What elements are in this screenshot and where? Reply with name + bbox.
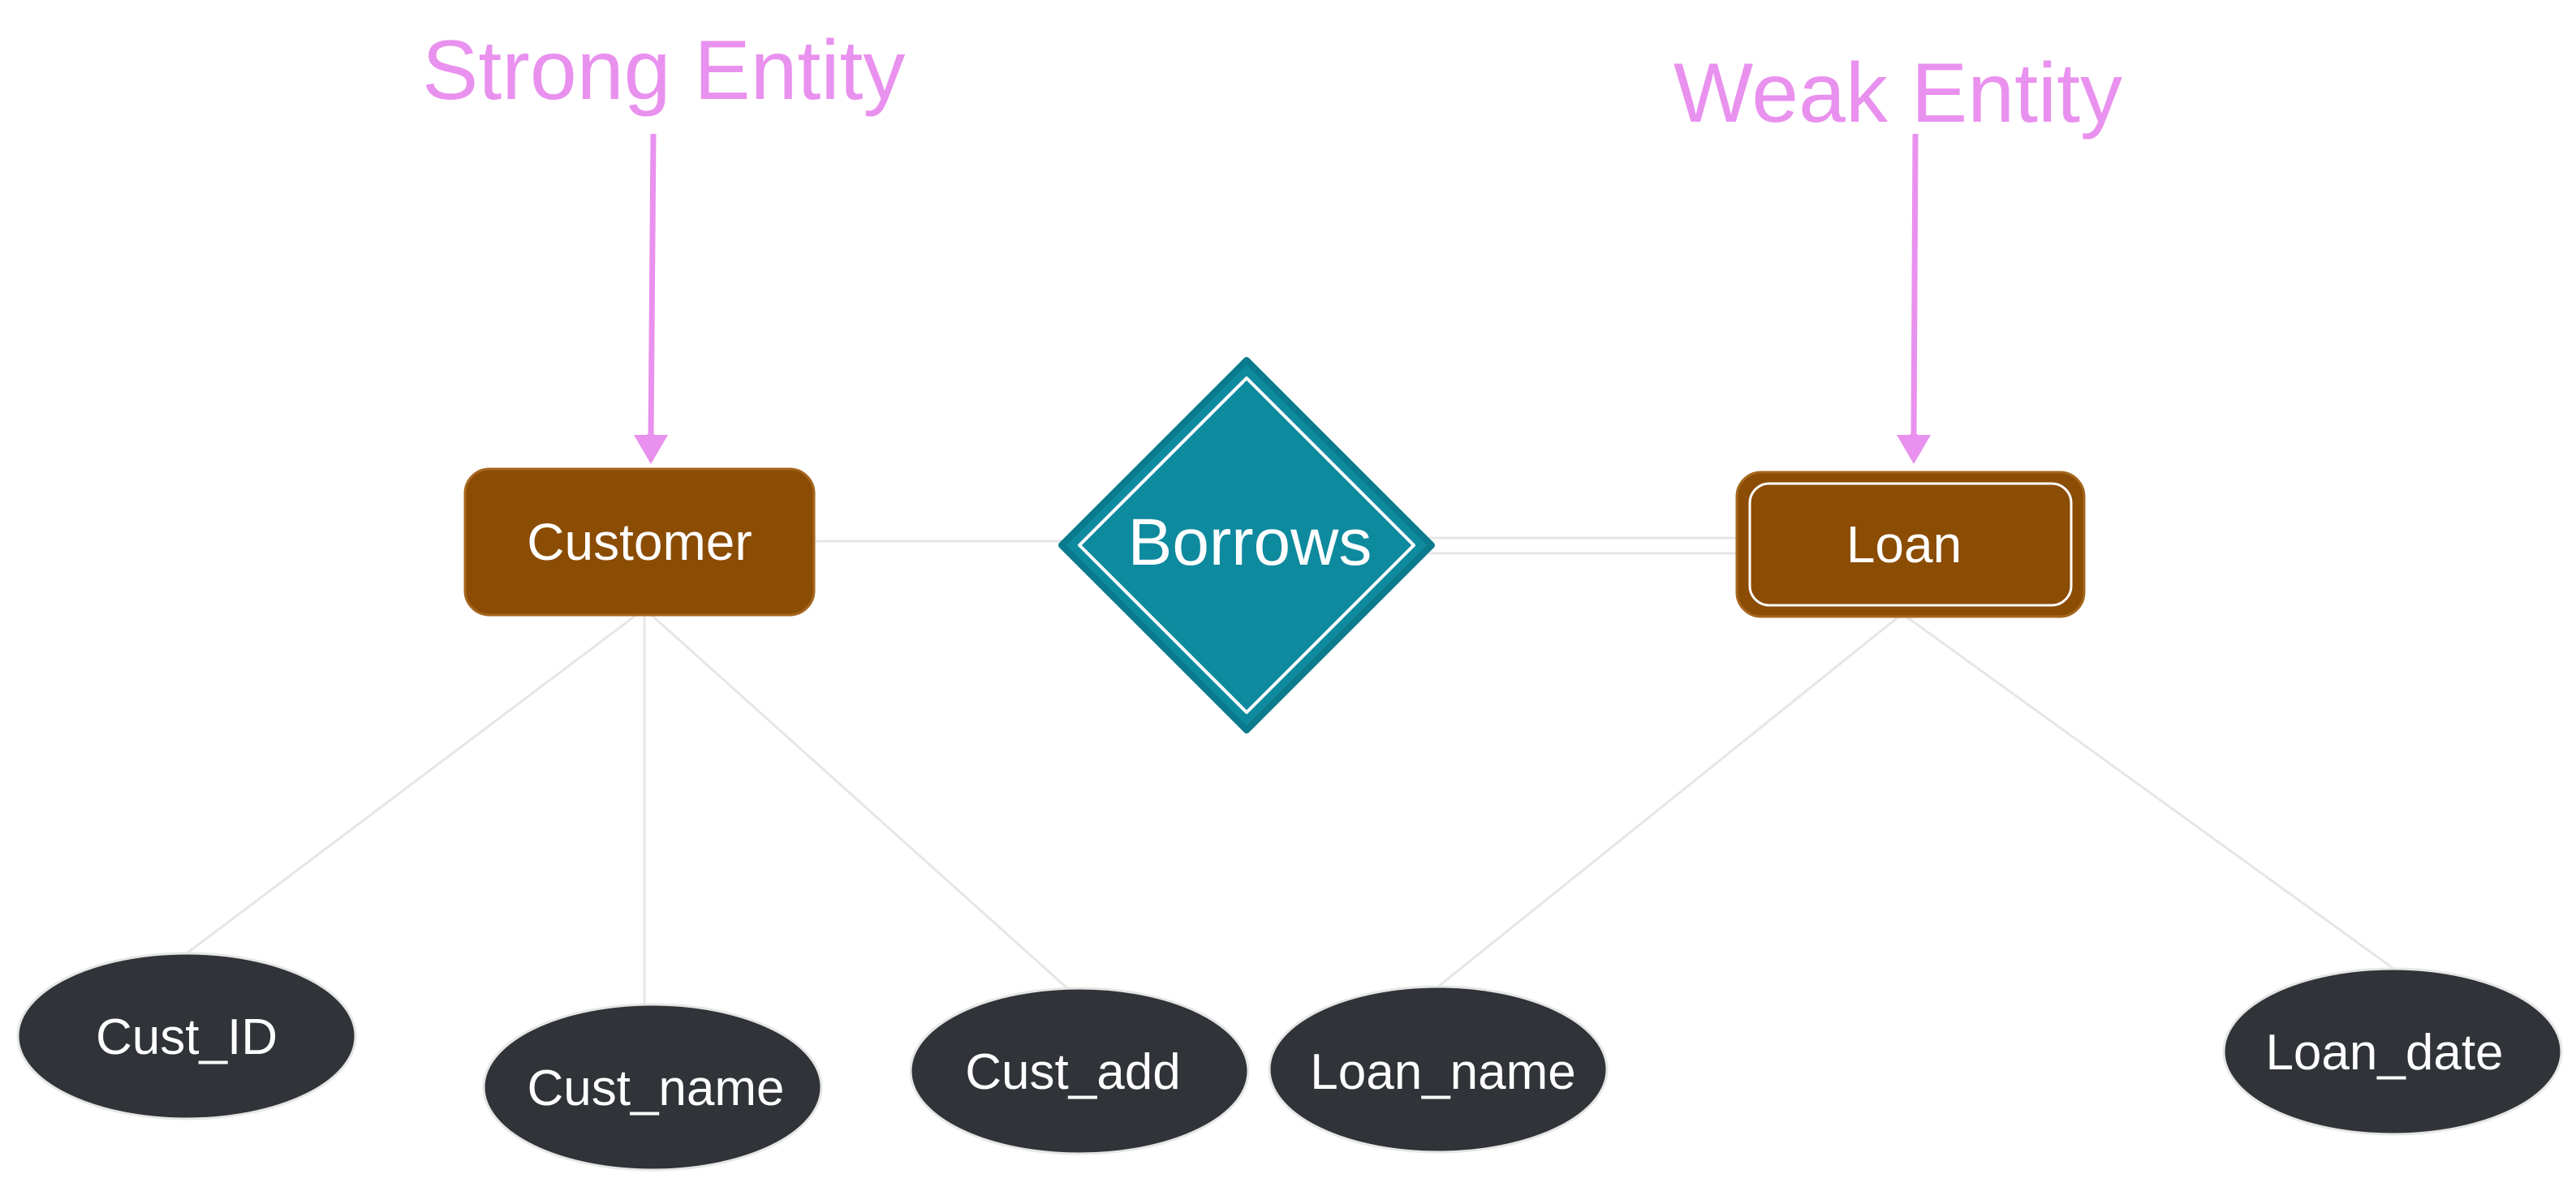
customer-cust-add-connector [644,609,1069,990]
loan-name-ellipse [1268,985,1609,1154]
attribute-cust-add[interactable]: Cust_add [909,987,1250,1155]
connectors [186,536,2393,1004]
weak-entity-arrowhead [1897,435,1931,464]
cust-name-ellipse [482,1003,823,1172]
cust-add-ellipse [909,987,1250,1155]
cust-id-ellipse [16,952,357,1120]
weak-entity-annotation: Weak Entity [1674,46,2122,140]
loan-date-ellipse [2222,967,2563,1136]
customer-entity-box [463,467,816,617]
borrows-outer-diamond [1058,357,1435,733]
weak-entity-arrow [1910,133,1919,442]
loan-date-label: Loan_date [2265,1025,2503,1081]
loan-entity-inner-box [1748,482,2073,607]
attribute-cust-name[interactable]: Cust_name [482,1003,823,1172]
cust-add-label: Cust_add [965,1044,1180,1100]
cust-id-label: Cust_ID [96,1009,278,1065]
attribute-loan-name[interactable]: Loan_name [1268,985,1609,1154]
loan-name-label: Loan_name [1310,1044,1576,1100]
loan-loan-name-connector [1437,613,1902,988]
customer-cust-id-connector [186,609,644,955]
customer-entity[interactable]: Customer [463,467,816,617]
attribute-loan-date[interactable]: Loan_date [2222,967,2563,1136]
loan-entity[interactable]: Loan [1735,471,2086,618]
loan-entity-label: Loan [1846,515,1962,574]
customer-entity-label: Customer [527,513,752,571]
strong-entity-arrow [647,133,657,442]
loan-entity-outer-box [1735,471,2086,618]
annotation-arrows [647,133,1919,442]
loan-loan-date-connector [1903,613,2393,970]
borrows-inner-diamond [1078,376,1415,714]
attribute-cust-id[interactable]: Cust_ID [16,952,357,1120]
strong-entity-annotation: Strong Entity [422,24,905,118]
strong-entity-arrowhead [634,435,668,464]
cust-name-label: Cust_name [527,1060,784,1116]
annotation-arrowheads [634,435,1931,464]
borrows-relationship[interactable]: Borrows [1058,357,1435,733]
borrows-relationship-label: Borrows [1128,505,1372,579]
